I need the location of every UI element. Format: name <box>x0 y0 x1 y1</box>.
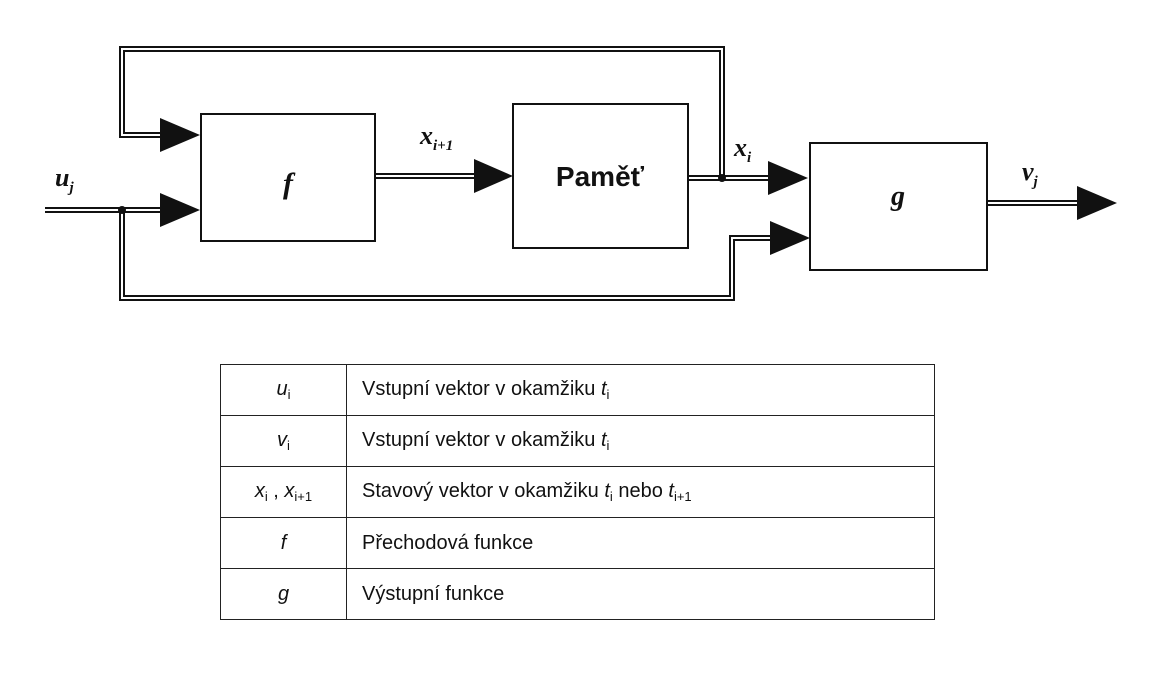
block-memory-label: Paměť <box>556 161 645 192</box>
block-diagram: f Paměť g uj xi+1 xi vj <box>45 46 1117 301</box>
legend-row: g Výstupní funkce <box>220 568 935 620</box>
legend-description: Přechodová funkce <box>346 517 935 569</box>
legend-symbol-base: v <box>277 429 288 451</box>
legend-symbol: vi <box>220 415 347 467</box>
legend-text: Přechodová funkce <box>362 531 534 554</box>
arrow-x-into-g <box>768 161 808 195</box>
legend-text: nebo <box>612 480 669 502</box>
legend-subscript: i <box>606 387 610 402</box>
legend-description: Vstupní vektor v okamžiku ti <box>346 415 935 467</box>
legend-symbol-subscript: i <box>264 489 268 504</box>
legend-description: Výstupní funkce <box>346 568 935 620</box>
legend-symbol-subscript: i <box>287 438 290 453</box>
legend-time-symbol: t <box>600 429 607 451</box>
legend-text: Stavový vektor v okamžiku <box>362 480 605 502</box>
block-g <box>809 142 988 271</box>
legend-subscript: i <box>606 438 610 453</box>
legend-symbol-base: x <box>254 480 265 502</box>
arrow-u-into-f <box>160 193 200 227</box>
legend-symbol-separator: , <box>267 480 285 502</box>
signal-u-label: uj <box>55 163 74 196</box>
legend-symbol: xi , xi+1 <box>220 466 347 518</box>
legend-subscript: i <box>609 489 613 504</box>
block-memory <box>512 103 689 249</box>
legend-time-symbol: t <box>600 378 607 400</box>
legend-symbol: g <box>220 568 347 620</box>
legend-symbol: f <box>220 517 347 569</box>
junction-dot-u <box>118 206 126 214</box>
legend-text: Výstupní funkce <box>362 582 505 605</box>
legend-symbol-base: u <box>276 378 288 400</box>
legend-text: Vstupní vektor v okamžiku <box>362 378 601 400</box>
legend-symbol-subscript: i+1 <box>294 489 313 504</box>
legend-symbol-base: f <box>280 531 287 554</box>
arrow-output-v <box>1077 186 1117 220</box>
legend-row: f Přechodová funkce <box>220 517 935 569</box>
legend-time-symbol: t <box>604 480 610 502</box>
legend-symbol-base: g <box>277 582 290 605</box>
legend-time-symbol: t <box>668 480 674 502</box>
junction-dot-x <box>718 174 726 182</box>
block-f-label: f <box>283 167 296 200</box>
legend-symbol-base: x <box>284 480 295 502</box>
arrow-u-into-g <box>770 221 810 255</box>
legend-description: Stavový vektor v okamžiku ti nebo ti+1 <box>346 466 935 518</box>
arrow-feedback-into-f <box>160 118 200 152</box>
legend-symbol: ui <box>220 364 347 416</box>
signal-v-label: vj <box>1022 157 1039 190</box>
signal-x-label: xi <box>733 133 752 166</box>
legend-description: Vstupní vektor v okamžiku ti <box>346 364 935 416</box>
legend-subscript: i+1 <box>673 489 692 504</box>
legend-text: Vstupní vektor v okamžiku <box>362 429 601 451</box>
block-g-label: g <box>890 181 905 212</box>
arrow-into-memory <box>474 159 513 193</box>
legend-symbol-subscript: i <box>287 387 291 402</box>
block-f <box>200 113 376 242</box>
signal-x-next-label: xi+1 <box>419 121 453 154</box>
